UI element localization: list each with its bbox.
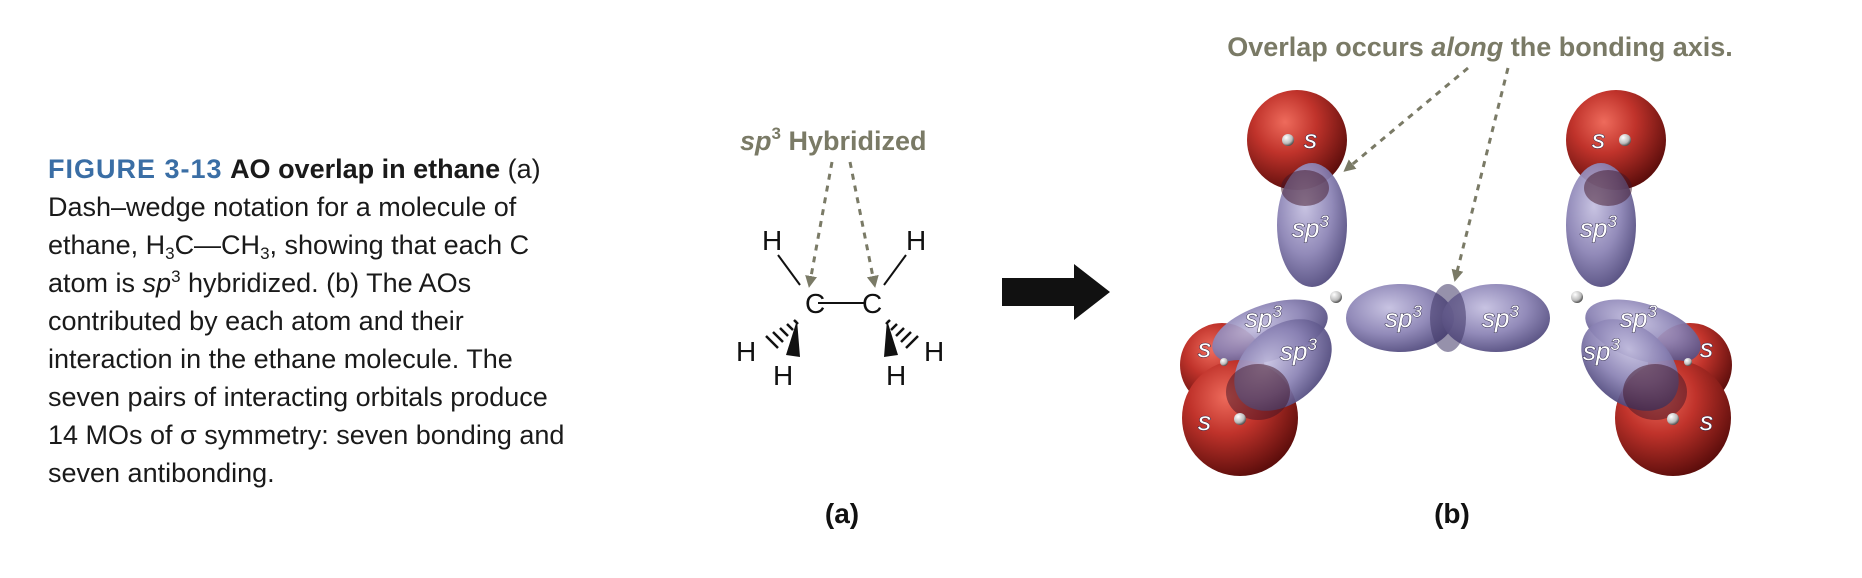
atom-h-upper-right: H bbox=[906, 225, 926, 256]
nucleus-h-left-lower bbox=[1234, 413, 1246, 425]
sp-text: sp bbox=[1385, 303, 1412, 333]
panel-b-label: (b) bbox=[1434, 498, 1470, 529]
nucleus-h-left-outer bbox=[1220, 358, 1228, 366]
overlap-upper-left bbox=[1281, 170, 1329, 206]
atom-h-left-wedge: H bbox=[773, 360, 793, 391]
s-orbital-upper-left bbox=[1247, 90, 1347, 190]
overlap-right-lower bbox=[1623, 364, 1687, 420]
bond-upper-left bbox=[777, 254, 801, 286]
sp-sup: 3 bbox=[1647, 302, 1657, 321]
nucleus-h-upper-right bbox=[1619, 134, 1631, 146]
sp3-label-upper-left: sp3 bbox=[1292, 212, 1329, 243]
atom-h-left-hash: H bbox=[736, 336, 756, 367]
s-label-upper-left: s bbox=[1304, 124, 1317, 154]
panel-b: Overlap occurs along the bonding axis. bbox=[1180, 32, 1733, 529]
anno-sp: sp bbox=[740, 126, 772, 156]
overlap-annotation: Overlap occurs along the bonding axis. bbox=[1227, 32, 1733, 62]
annotation-arrow-left bbox=[805, 161, 834, 288]
sp3-label-right-lower: sp3 bbox=[1583, 335, 1620, 366]
panel-a-label: (a) bbox=[825, 498, 859, 529]
sp3-label-cc-left: sp3 bbox=[1385, 302, 1422, 333]
nucleus-c-left bbox=[1330, 291, 1342, 303]
caption-text-3: , showing that each C atom is bbox=[48, 230, 530, 298]
sp3-orbital-cc-left bbox=[1346, 284, 1454, 352]
overlap-upper-right bbox=[1584, 170, 1632, 206]
s-label-right-outer: s bbox=[1700, 333, 1713, 363]
atom-h-right-hash: H bbox=[924, 336, 944, 367]
sp-sup: 3 bbox=[1319, 212, 1329, 231]
caption-text-2: C—CH bbox=[174, 230, 261, 260]
sp3-label-left-outer: sp3 bbox=[1245, 302, 1282, 333]
sp3-label-right-outer: sp3 bbox=[1620, 302, 1657, 333]
overlap-arrow-right bbox=[1451, 67, 1510, 282]
sp-sup: 3 bbox=[1412, 302, 1422, 321]
sp3-label-cc-right: sp3 bbox=[1482, 302, 1519, 333]
s-label-left-outer: s bbox=[1198, 333, 1211, 363]
s-label-left-lower: s bbox=[1198, 406, 1211, 436]
atom-h-upper-left: H bbox=[762, 225, 782, 256]
sp-text: sp bbox=[1292, 213, 1319, 243]
sp3-orbital-cc-right bbox=[1442, 284, 1550, 352]
sp3-label-upper-right: sp3 bbox=[1580, 212, 1617, 243]
overlap-left-lower bbox=[1226, 364, 1290, 420]
sp-text: sp bbox=[1620, 303, 1647, 333]
hash-bond-left bbox=[765, 319, 799, 349]
sp-sup: 3 bbox=[1272, 302, 1282, 321]
sp-text: sp bbox=[1482, 303, 1509, 333]
bond-upper-right bbox=[883, 254, 907, 286]
atom-c-left: C bbox=[805, 288, 825, 319]
annotation-arrow-right bbox=[848, 161, 879, 288]
cc-overlap-region bbox=[1430, 284, 1466, 352]
sp-text: sp bbox=[1280, 336, 1307, 366]
caption-text-4: hybridized. (b) The AOs contributed by e… bbox=[48, 268, 565, 488]
s-orbital-upper-right bbox=[1566, 90, 1666, 190]
caption-sub-2: 3 bbox=[260, 244, 270, 263]
overlap-post: the bonding axis. bbox=[1503, 32, 1733, 62]
figure-caption: FIGURE 3-13 AO overlap in ethane (a) Das… bbox=[48, 150, 568, 492]
sp-text: sp bbox=[1245, 303, 1272, 333]
hash-bond-right bbox=[885, 319, 919, 349]
sp3-hybridized-annotation: sp3 Hybridized bbox=[740, 124, 927, 156]
panel-a: sp3 Hybridized C C H H H H H H (a) bbox=[736, 124, 944, 529]
anno-sup: 3 bbox=[772, 124, 781, 143]
caption-sub-1: 3 bbox=[165, 244, 175, 263]
atom-h-right-wedge: H bbox=[886, 360, 906, 391]
atom-c-right: C bbox=[862, 288, 882, 319]
nucleus-h-upper-left bbox=[1282, 134, 1294, 146]
sp-sup: 3 bbox=[1610, 335, 1620, 354]
overlap-arrow-left bbox=[1343, 66, 1469, 172]
sp-sup: 3 bbox=[1607, 212, 1617, 231]
caption-sp: sp bbox=[142, 268, 172, 298]
anno-rest: Hybridized bbox=[781, 126, 927, 156]
nucleus-h-right-lower bbox=[1667, 413, 1679, 425]
sp3-label-left-lower: sp3 bbox=[1280, 335, 1317, 366]
sp-sup: 3 bbox=[1509, 302, 1519, 321]
wedge-bond-right bbox=[884, 320, 898, 357]
sp-text: sp bbox=[1583, 336, 1610, 366]
overlap-em: along bbox=[1431, 32, 1504, 62]
nucleus-h-right-outer bbox=[1684, 358, 1692, 366]
sp-text: sp bbox=[1580, 213, 1607, 243]
caption-text-1: (a) Dash–wedge notation for a molecule o… bbox=[48, 154, 541, 260]
s-label-upper-right: s bbox=[1592, 124, 1605, 154]
sp-sup: 3 bbox=[1307, 335, 1317, 354]
wedge-bond-left bbox=[786, 320, 800, 357]
nucleus-c-right bbox=[1571, 291, 1583, 303]
s-label-right-lower: s bbox=[1700, 406, 1713, 436]
overlap-pre: Overlap occurs bbox=[1227, 32, 1431, 62]
figure-label: FIGURE 3-13 bbox=[48, 154, 223, 184]
figure-title: AO overlap in ethane bbox=[230, 154, 501, 184]
caption-sup: 3 bbox=[171, 267, 181, 286]
transition-arrow bbox=[1002, 264, 1110, 320]
